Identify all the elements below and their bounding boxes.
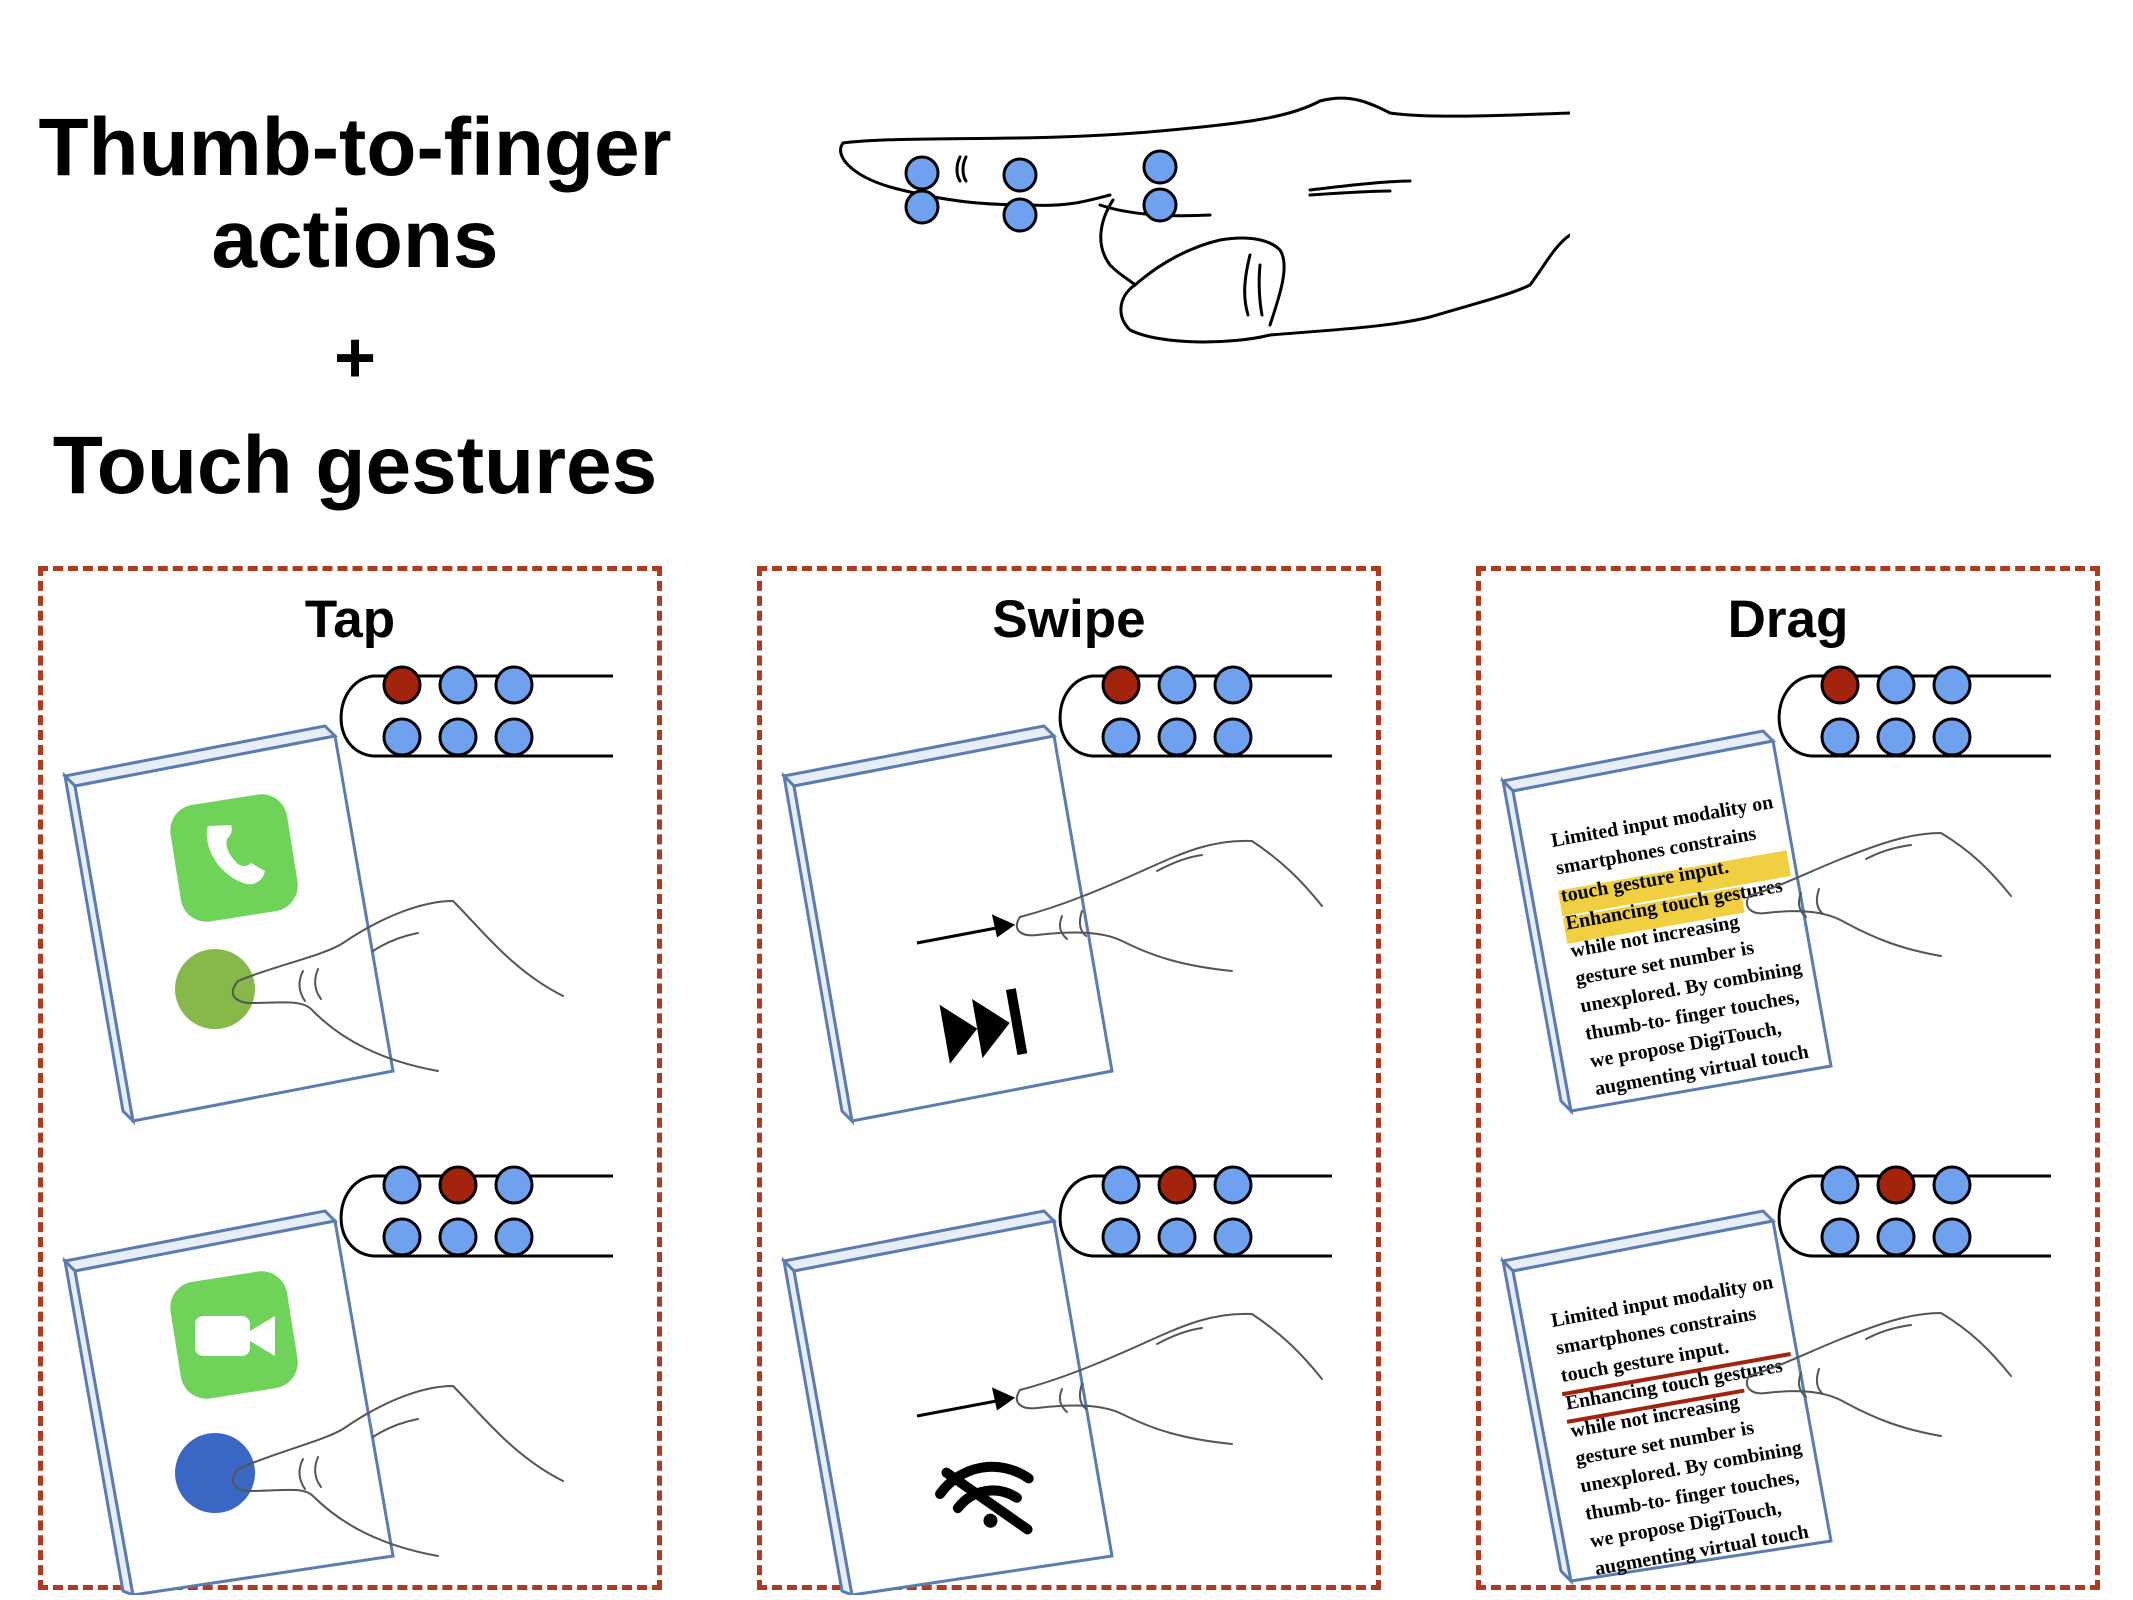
video-camera-icon (195, 1316, 275, 1356)
fast-forward-icon (939, 988, 1028, 1064)
finger-dot (1876, 1217, 1916, 1257)
finger-indicator (1058, 1165, 1332, 1258)
headline-plus: + (333, 318, 377, 398)
wifi-off-icon (935, 1461, 1034, 1535)
finger-dot (438, 1217, 478, 1257)
finger-dot (494, 1165, 534, 1205)
finger-dot (494, 717, 534, 757)
finger-indicator (1777, 665, 2051, 758)
hand-touch-point (904, 155, 940, 191)
finger-dot (382, 717, 422, 757)
active-finger-dot (1876, 1165, 1916, 1205)
headline-line-1: Thumb-to-finger (38, 102, 672, 193)
finger-dot (1820, 1165, 1860, 1205)
highlight-mark (1562, 886, 1745, 944)
phone-handset-icon (206, 825, 265, 885)
hand-icon (1015, 1312, 1323, 1445)
active-finger-dot (438, 1165, 478, 1205)
hand-icon (1746, 831, 2012, 957)
tap-target (175, 1433, 255, 1513)
active-finger-dot (1101, 665, 1141, 705)
swipe-scene (780, 665, 1332, 1595)
phone-device (780, 724, 1114, 1126)
hand-touch-point (1002, 197, 1038, 233)
tap-panel: Tap (38, 566, 662, 1595)
hand-touch-point (1142, 149, 1178, 185)
finger-dot (382, 1165, 422, 1205)
phone-device (780, 1209, 1114, 1595)
hand-icon (231, 1384, 564, 1557)
hand-touch-point (1142, 187, 1178, 223)
panel-title: Drag (1727, 590, 1849, 649)
phone-device (61, 724, 395, 1126)
phone-app-icon (170, 794, 298, 922)
panel-title: Swipe (992, 590, 1146, 649)
finger-dot (1932, 665, 1972, 705)
swipe-arrow (916, 914, 1016, 945)
finger-dot (494, 1217, 534, 1257)
finger-dot (1876, 717, 1916, 757)
finger-dot (1101, 1217, 1141, 1257)
hand-touch-point (1002, 157, 1038, 193)
highlight-mark (1557, 850, 1791, 917)
finger-dot (1157, 717, 1197, 757)
active-finger-dot (382, 665, 422, 705)
hand-icon (231, 899, 564, 1072)
finger-dot (1213, 717, 1253, 757)
finger-dot (438, 665, 478, 705)
finger-dot (1932, 1217, 1972, 1257)
finger-dot (382, 1217, 422, 1257)
finger-indicator (1058, 665, 1332, 758)
hand-touch-point (904, 189, 940, 225)
finger-dot (1820, 1217, 1860, 1257)
panel-title: Tap (304, 590, 396, 649)
finger-dot (1157, 665, 1197, 705)
finger-indicator (339, 1165, 613, 1258)
finger-indicator (339, 665, 613, 758)
active-finger-dot (1157, 1165, 1197, 1205)
finger-indicator (1777, 1165, 2051, 1258)
tap-scene (61, 665, 613, 1595)
headline-line-2: actions (211, 194, 499, 285)
tap-target (175, 949, 255, 1029)
finger-dot (438, 717, 478, 757)
phone-device (61, 1209, 395, 1595)
finger-dot (1876, 665, 1916, 705)
finger-dot (1101, 1165, 1141, 1205)
finger-dot (1932, 1165, 1972, 1205)
headline-line-3: Touch gestures (52, 420, 658, 511)
underline-mark (1561, 1352, 1791, 1397)
finger-dot (1157, 1217, 1197, 1257)
swipe-arrow (916, 1387, 1016, 1418)
hand-illustration (839, 96, 1570, 344)
finger-dot (494, 665, 534, 705)
finger-dot (1213, 1165, 1253, 1205)
finger-dot (1820, 717, 1860, 757)
hand-icon (1746, 1311, 2012, 1437)
active-finger-dot (1820, 665, 1860, 705)
hand-icon (1015, 839, 1323, 972)
finger-dot (1213, 665, 1253, 705)
finger-dot (1932, 717, 1972, 757)
swipe-panel: Swipe (757, 566, 1381, 1595)
finger-dot (1101, 717, 1141, 757)
finger-dot (1213, 1217, 1253, 1257)
underline-mark (1566, 1388, 1745, 1424)
